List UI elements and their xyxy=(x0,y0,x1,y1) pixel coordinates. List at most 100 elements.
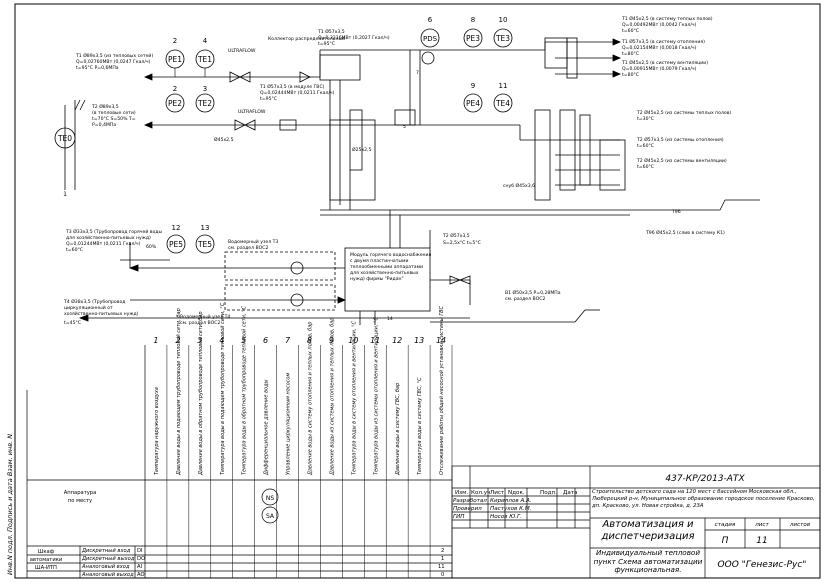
t1-left-label-1: T1 Ø89x3,5 (из тепловых сетей) xyxy=(75,52,153,59)
instrument-pe1: 2 PE1 xyxy=(165,37,185,77)
instrument-pe2: 2 PE2 xyxy=(165,85,185,113)
column-description: Давление воды из системы отопления и теп… xyxy=(329,318,335,476)
upper-node-1: Водомерный узел T3 xyxy=(228,238,278,245)
module-label-5: нужд) фирмы "Ридан" xyxy=(350,276,404,282)
svg-text:10: 10 xyxy=(499,16,508,24)
t25-label: Ø25x2,5 xyxy=(352,146,372,153)
stage-value: П xyxy=(722,536,729,546)
b1-label-1: B1 Ø50x3,5 P=0,28МПа xyxy=(505,289,561,296)
svg-text:PE5: PE5 xyxy=(169,240,183,249)
signal-row-do: Дискретный выход xyxy=(81,556,135,562)
t1-left-label-3: t=95°C P=0,6МПа xyxy=(76,65,119,71)
column-description: Температура воды из системы отопления и … xyxy=(373,317,379,475)
name-gip: Носов Ю.Г. xyxy=(490,514,522,520)
hdr-izm: Изм. xyxy=(455,490,468,496)
column-number: 4 xyxy=(219,336,224,345)
column-description: Температура воды в систему ГВС, °C xyxy=(417,377,423,475)
t2-left-label-3: t=70°C S=50% T= xyxy=(92,116,136,122)
hdr-data: Дата xyxy=(563,490,577,496)
ultraflow-mid: ULTRAFLOW xyxy=(238,109,266,115)
cabinet-label-2: автоматики xyxy=(30,557,62,563)
lower-node-2: см. раздел ВОС2 xyxy=(180,320,220,326)
count-do: 1 xyxy=(441,556,444,562)
instrument-pds: 6 PDS xyxy=(420,16,440,48)
t4-label-4: t=45°C xyxy=(64,320,81,326)
svg-text:3: 3 xyxy=(203,85,207,93)
t3-label-4: t=60°C xyxy=(66,247,83,253)
svg-text:TE4: TE4 xyxy=(495,99,510,108)
t1-mid-label-1: T1 Ø57x3,5 (в модуле ГВС) xyxy=(259,83,325,90)
svg-text:4: 4 xyxy=(203,37,208,45)
count-di: 2 xyxy=(441,548,444,554)
module-num: 14 xyxy=(387,316,393,322)
column-number: 9 xyxy=(329,336,334,345)
instrument-pe4: 9 PE4 xyxy=(463,82,483,113)
svg-text:PE1: PE1 xyxy=(168,55,182,64)
column-number: 5 xyxy=(241,336,246,345)
role-gip: ГИП xyxy=(453,514,465,520)
title-block xyxy=(451,465,821,579)
rt-label-3c: t=80°C xyxy=(622,72,639,78)
t45-label: Ø45x2,5 xyxy=(214,136,234,143)
b1-label-2: см. раздел ВОС2 xyxy=(505,296,545,302)
column-number: 7 xyxy=(285,336,291,345)
column-description: Температура воды в подающем трубопроводе… xyxy=(220,302,226,475)
column-description: Температура воды в обратном трубопроводе… xyxy=(242,305,248,475)
svg-text:2: 2 xyxy=(173,85,177,93)
column-description: Температура воды в систему отопления и в… xyxy=(351,320,357,475)
svg-text:PE3: PE3 xyxy=(466,34,480,43)
rt-label-3a: T1 Ø45x2,5 (в систему вентиляции) xyxy=(621,59,708,66)
svg-text:8: 8 xyxy=(471,16,475,24)
schematic xyxy=(64,37,760,325)
column-description: Температура наружного воздуха xyxy=(154,387,160,475)
column-number: 14 xyxy=(436,336,446,345)
svg-text:9: 9 xyxy=(471,82,475,90)
svg-text:TE0: TE0 xyxy=(57,134,72,143)
count-ai: 11 xyxy=(438,564,445,570)
t2-left-label-2: (в тепловые сети) xyxy=(92,110,136,116)
column-description: Давление воды в подающем трубопроводе те… xyxy=(176,308,182,476)
rm-label-1b: t=30°C xyxy=(637,116,654,122)
name-check: Пастухов К.М. xyxy=(490,506,532,512)
left-vertical-stamp: Инв.N подл. Подпись и дата Взам. инв. N xyxy=(6,434,14,575)
signal-row-ai: Аналоговый вход xyxy=(81,564,130,570)
svg-text:PE4: PE4 xyxy=(466,99,480,108)
t1-left-label-2: Q=0,02760МВт (0,0247 Гкал/ч) xyxy=(76,59,151,65)
section-title: Автоматизация и диспетчеризация xyxy=(601,519,695,542)
t2-left-label-4: P=0,4МПа xyxy=(92,122,116,128)
svg-text:2: 2 xyxy=(173,37,177,45)
module-label-3: теплообменными аппаратами xyxy=(350,264,423,270)
instrument-pe3: 8 PE3 xyxy=(463,16,483,48)
instrument-te5: 13 TE5 xyxy=(195,224,215,254)
rt-label-1c: t=60°C xyxy=(622,28,639,34)
t3-label-2: для хозяйственно-питьевых нужд) xyxy=(66,234,151,241)
num-7: 7 xyxy=(416,70,419,76)
instrument-te0: TE0 1 xyxy=(54,127,76,198)
num-5: 5 xyxy=(403,124,406,130)
column-number: 10 xyxy=(348,336,358,345)
module-label-4: для хозяйственно-питьевых xyxy=(350,269,419,276)
cabinet-label-1: Шкаф xyxy=(38,549,55,555)
t3-label-3: Q=0,01244МВт (0,0211 Гкал/ч) xyxy=(66,241,141,247)
cabinet-label-3: ША-ИТП xyxy=(35,565,57,571)
rm-label-2a: T2 Ø57x3,5 (из системы отопления) xyxy=(636,136,724,143)
ns-device: NS xyxy=(261,488,279,506)
t1-top-label-2: Q=0,3316МВт (0,2027 Гкал/ч) xyxy=(318,35,390,41)
sheet-value: 11 xyxy=(756,536,767,546)
t3-right-label-2: S=2,5x°C t=5°C xyxy=(443,240,481,246)
svg-text:SA: SA xyxy=(266,513,275,520)
doc-code: 437-КР/2013-АТХ xyxy=(665,474,745,484)
column-description: Давление воды в систему отопления и тепл… xyxy=(307,322,313,476)
t96-label: T96 xyxy=(671,209,681,215)
hdr-ndok: Nдок. xyxy=(508,490,525,496)
column-number: 2 xyxy=(175,336,180,345)
signal-code-di: DI xyxy=(137,548,143,554)
t1-top-label-1: T1 Ø57x3,5 xyxy=(317,28,345,35)
sheet-label: лист xyxy=(754,522,769,528)
t96-bottom-label: T96 Ø45x2,5 (слив в систему К1) xyxy=(645,229,725,236)
svg-text:NS: NS xyxy=(266,495,274,502)
project-title: Строительство детского сада на 120 мест … xyxy=(592,489,815,509)
upper-node-2: см. раздел ВОС2 xyxy=(228,245,268,251)
rm-label-1a: T2 Ø45x2,5 (из системы теплых полов) xyxy=(636,109,731,116)
